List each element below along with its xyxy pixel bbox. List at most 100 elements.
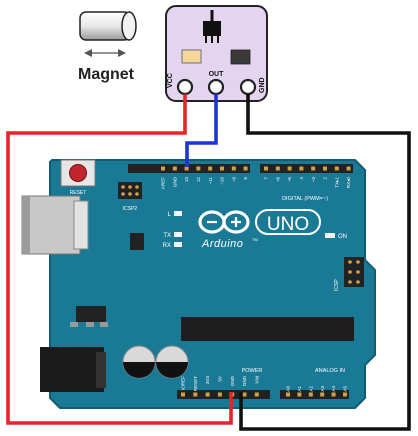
analog-pin <box>286 392 290 397</box>
digital-right-pin-label: 4 <box>299 177 304 180</box>
digital-left-pin <box>184 166 189 171</box>
led-l <box>174 211 182 216</box>
digital-right-pin-label: ~5 <box>287 177 292 183</box>
led-tx-label: TX <box>163 233 171 239</box>
power-header <box>177 390 270 399</box>
digital-left-pin <box>231 166 236 171</box>
analog-label: ANALOG IN <box>315 368 345 374</box>
digital-right-pin <box>275 166 280 171</box>
digital-right-pin-label: ~3 <box>311 177 316 183</box>
analog-pin-label: A5 <box>343 386 348 392</box>
digital-left-pin-label: ~11 <box>208 177 213 185</box>
led-tx <box>174 232 182 237</box>
icsp2-label: ICSP2 <box>123 206 138 212</box>
vcc-pin-label: VCC <box>167 73 174 88</box>
power-pin-label: 5V <box>218 375 223 382</box>
analog-pin <box>297 392 302 397</box>
power-pin-label: 3V3 <box>205 376 210 385</box>
power-pin <box>181 392 185 397</box>
digital-right-pin-label: ~6 <box>275 177 280 183</box>
digital-left-pin-label: 8 <box>243 177 248 180</box>
wire-vcc <box>6 94 233 425</box>
power-pin-label: RESET <box>193 376 198 392</box>
digital-right-pin <box>346 166 351 171</box>
out-pin <box>207 78 225 96</box>
analog-pin <box>343 392 347 397</box>
digital-left-pin <box>172 166 177 171</box>
digital-left-pin <box>220 166 224 171</box>
digital-right-pin-label: TX▸1 <box>334 177 339 188</box>
digital-right-pin <box>299 166 304 171</box>
led-rx-label: RX <box>163 243 171 249</box>
power-pin <box>254 392 259 397</box>
analog-header <box>280 390 349 399</box>
digital-header-right <box>260 164 353 173</box>
digital-left-pin <box>161 166 165 171</box>
analog-pin <box>331 392 336 397</box>
digital-header-left <box>128 164 250 173</box>
analog-pin <box>320 392 325 397</box>
hall-sensor-module: VCC OUT GND <box>165 5 268 102</box>
model-label: UNO <box>267 214 309 235</box>
power-pin <box>205 392 210 397</box>
vcc-pin <box>176 78 194 96</box>
microcontroller-chip <box>181 317 354 341</box>
small-chip-1 <box>130 233 144 250</box>
analog-pin-label: A0 <box>286 386 291 392</box>
magnet-label: Magnet <box>78 66 135 83</box>
arduino-logo <box>198 210 250 234</box>
led-on <box>325 233 335 238</box>
digital-left-pin-label: 13 <box>184 177 189 183</box>
dc-power-jack <box>40 347 106 392</box>
digital-right-pin <box>311 166 316 171</box>
power-pin <box>217 392 222 397</box>
wire-gnd <box>239 94 411 431</box>
analog-pin-label: A2 <box>308 386 313 392</box>
digital-right-pin <box>287 166 292 171</box>
analog-pin-label: A4 <box>331 386 336 392</box>
gnd-pin <box>239 78 257 96</box>
analog-pin-label: A3 <box>320 386 325 392</box>
digital-left-pin-label: ~9 <box>231 177 236 183</box>
power-pin <box>242 392 247 397</box>
digital-left-pin-label: 12 <box>196 177 201 183</box>
out-pin-label: OUT <box>209 71 225 78</box>
digital-left-pin <box>196 166 201 171</box>
reset-button: RESET <box>60 159 96 196</box>
gnd-pin-label: GND <box>259 77 266 93</box>
digital-left-pin-label: GND <box>172 176 177 187</box>
voltage-regulator <box>70 306 108 327</box>
digital-label: DIGITAL (PWM=~) <box>282 196 328 202</box>
capacitor-2 <box>155 345 189 379</box>
usb-port <box>21 195 89 255</box>
power-pin-label: GND <box>242 375 247 386</box>
digital-left-pin-label: AREF <box>161 177 166 189</box>
led-rx <box>174 242 182 247</box>
uno-badge: UNO <box>255 209 321 235</box>
digital-right-pin-label: RX◂0 <box>346 177 351 189</box>
capacitor-1 <box>122 345 156 379</box>
digital-right-pin-label: 2 <box>323 177 328 180</box>
analog-pin <box>308 392 313 397</box>
digital-right-pin <box>323 166 327 171</box>
digital-right-pin-label: 7 <box>264 177 269 180</box>
digital-left-pin <box>208 166 213 171</box>
led-l-label: L <box>168 212 172 218</box>
power-pin-label: IOREF <box>181 376 186 390</box>
digital-right-pin <box>264 166 268 171</box>
digital-right-pin <box>334 166 339 171</box>
icsp2-header: ICSP2 <box>118 182 142 212</box>
icsp-label: ICSP <box>334 279 340 291</box>
power-label: POWER <box>242 368 263 374</box>
power-pin <box>193 392 198 397</box>
digital-left-pin <box>243 166 248 171</box>
on-label: ON <box>338 234 347 240</box>
wire-out <box>185 94 218 167</box>
brand-label: Arduino <box>201 238 243 250</box>
digital-left-pin-label: ~10 <box>220 177 225 185</box>
reset-label: RESET <box>70 190 87 196</box>
magnet: Magnet <box>78 11 137 83</box>
power-pin-label: GND <box>230 375 235 386</box>
